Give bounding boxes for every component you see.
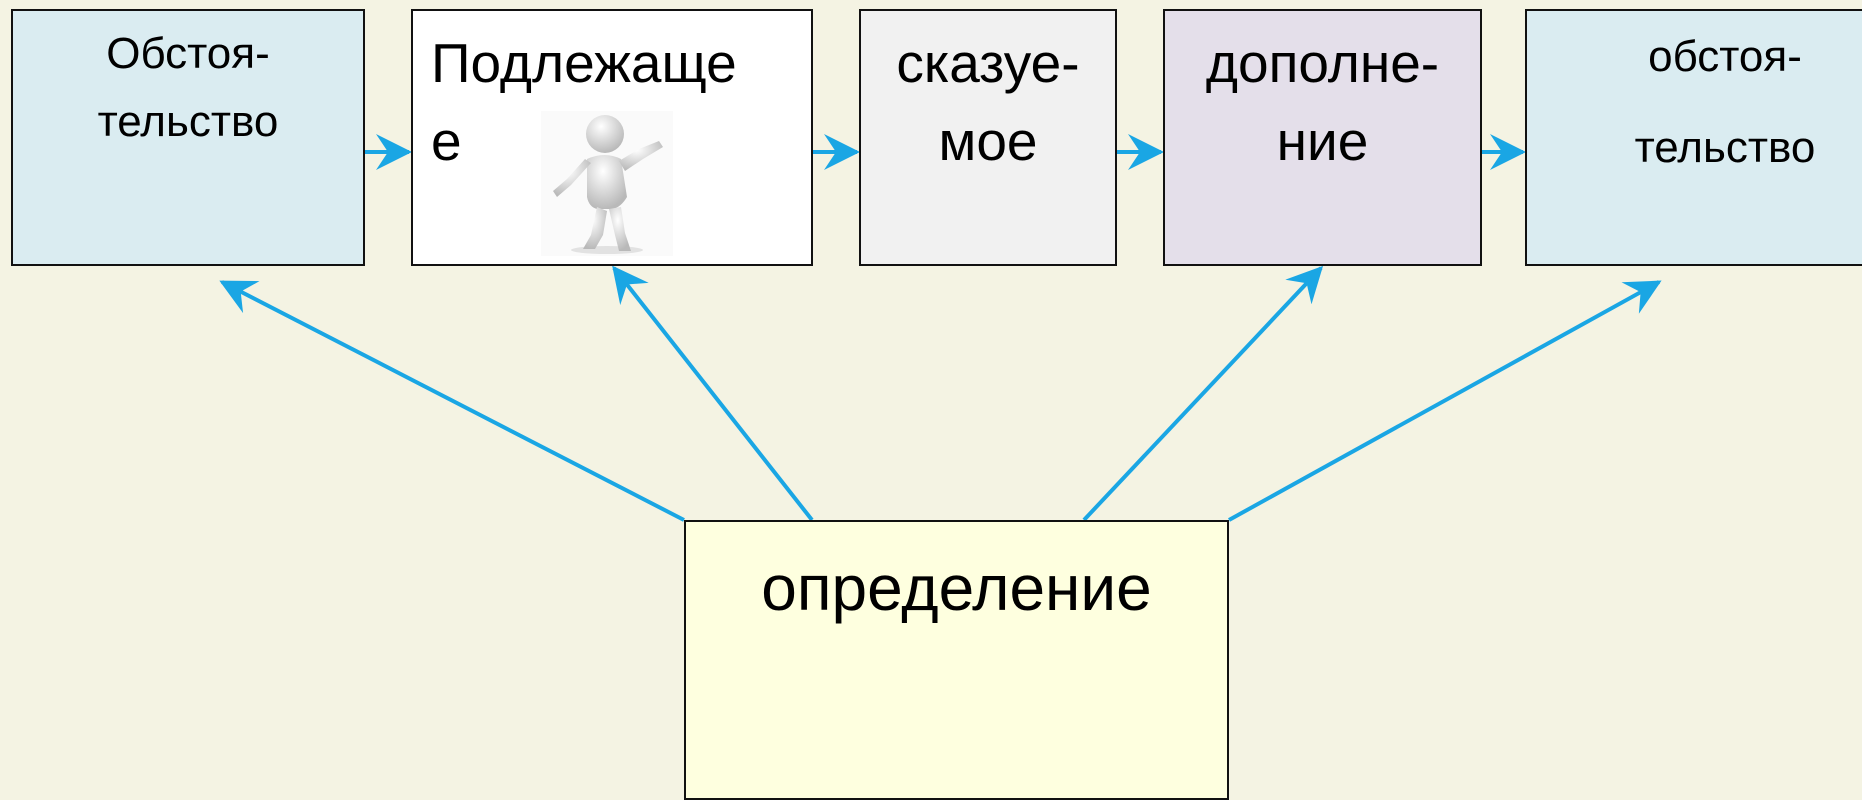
box-predicate-line1: сказуе-	[896, 32, 1080, 94]
box-predicate-line2: мое	[938, 110, 1038, 172]
box-adverbial-left-line1: Обстоя-	[106, 29, 270, 78]
box-object-line1: дополне-	[1205, 32, 1440, 94]
connector-arrows	[219, 134, 1662, 522]
box-subject-line1: Подлежаще	[431, 32, 737, 94]
box-predicate: сказуе- мое	[859, 9, 1117, 266]
arrow-attribute-to-object	[1082, 265, 1324, 522]
box-object: дополне- ние	[1163, 9, 1482, 266]
box-object-line2: ние	[1276, 110, 1369, 172]
box-adverbial-right-line1: обстоя-	[1648, 32, 1802, 81]
box-attribute-label: определение	[761, 552, 1152, 624]
box-adverbial-left: Обстоя- тельство	[11, 9, 365, 266]
box-attribute: определение	[684, 520, 1229, 800]
arrow-attribute-to-adverbial-left	[219, 280, 685, 522]
arrow-attribute-to-adverbial-right	[1228, 280, 1662, 522]
box-adverbial-left-line2: тельство	[97, 97, 279, 146]
box-subject: Подлежаще е	[411, 9, 813, 266]
box-adverbial-right-line2: тельство	[1634, 123, 1816, 172]
box-adverbial-right: обстоя- тельство	[1525, 9, 1862, 266]
3d-person-icon	[541, 111, 673, 256]
box-subject-line2: е	[431, 110, 462, 172]
arrow-attribute-to-subject	[612, 265, 814, 522]
